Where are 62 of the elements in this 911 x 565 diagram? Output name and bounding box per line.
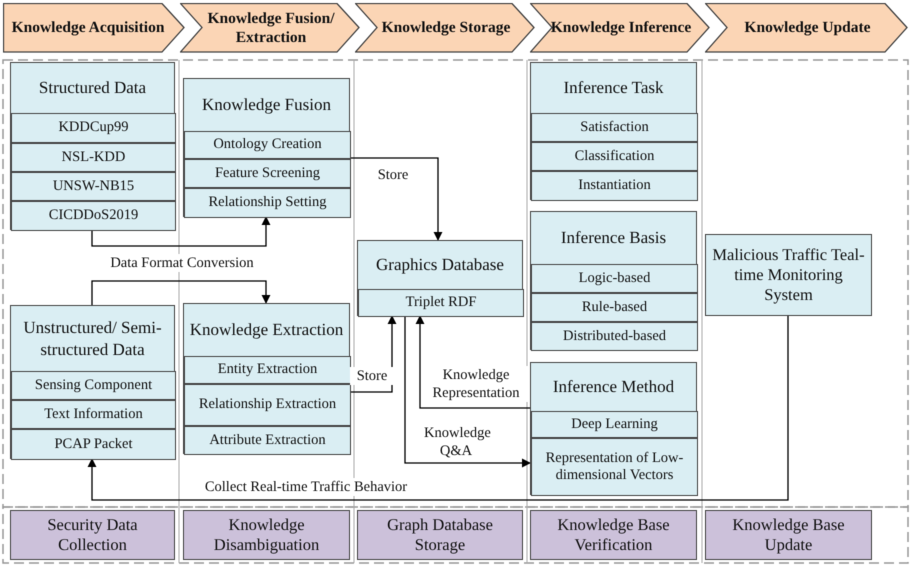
group-box <box>10 305 175 459</box>
box-heading: Graphics Database <box>376 254 504 276</box>
item-box: NSL-KDD <box>11 143 176 172</box>
arrow <box>350 157 442 241</box>
box-heading: Inference Basis <box>560 227 666 249</box>
item-box: KDDCup99 <box>11 113 176 143</box>
item-box: Feature Screening <box>184 159 351 188</box>
arrow <box>91 280 270 305</box>
arrow <box>91 216 270 247</box>
chevron-step <box>705 3 908 53</box>
step-label: Knowledge Inference <box>550 18 692 38</box>
group-box <box>183 303 350 454</box>
item-box: CICDDoS2019 <box>11 201 176 231</box>
item-box: Attribute Extraction <box>184 426 351 455</box>
item-box: Text Information <box>11 400 176 429</box>
step-label: Knowledge Acquisition <box>10 18 166 38</box>
phase-box: Security Data Collection <box>10 510 175 560</box>
system-box: Malicious Traffic Teal-time Monitoring System <box>705 234 872 316</box>
box-heading: Unstructured/ Semi-structured Data <box>22 317 163 360</box>
box-heading: Knowledge Extraction <box>190 319 344 341</box>
item-box: Triplet RDF <box>358 289 524 317</box>
group-box <box>183 78 350 217</box>
item-box: Entity Extraction <box>184 356 351 384</box>
box-heading: Structured Data <box>38 77 146 99</box>
box-heading: Inference Method <box>552 376 674 398</box>
step-label: Knowledge Fusion/ Extraction <box>206 8 336 48</box>
box-heading: Knowledge Fusion <box>202 94 331 116</box>
item-box: Ontology Creation <box>184 131 351 159</box>
phase-box: Knowledge Disambiguation <box>183 510 350 560</box>
arrow <box>88 316 789 501</box>
step-label: Knowledge Storage <box>380 18 512 38</box>
edge-label: Store <box>350 367 394 386</box>
item-box: Deep Learning <box>531 411 698 438</box>
phase-box: Graph Database Storage <box>357 510 523 560</box>
item-box: Representation of Low-dimensional Vectors <box>531 438 698 496</box>
phase-box: Knowledge Base Update <box>705 510 872 560</box>
item-box: PCAP Packet <box>11 429 176 460</box>
item-box: Relationship Setting <box>184 188 351 218</box>
arrow <box>404 316 531 468</box>
item-box: Logic-based <box>531 264 698 293</box>
chevron-step <box>3 3 185 53</box>
edge-label: Knowledge Q&A <box>422 424 490 460</box>
item-box: UNSW-NB15 <box>11 172 176 201</box>
item-box: Relationship Extraction <box>184 384 351 426</box>
item-box: Distributed-based <box>531 322 698 351</box>
group-box <box>357 240 523 316</box>
chevron-step <box>180 3 360 53</box>
group-box <box>10 62 175 230</box>
phase-box: Knowledge Base Verification <box>530 510 697 560</box>
chevron-step <box>530 3 710 53</box>
step-label: Knowledge Update <box>743 18 872 38</box>
chevron-step <box>355 3 535 53</box>
group-box <box>530 211 697 350</box>
item-box: Rule-based <box>531 293 698 322</box>
group-box <box>530 62 697 200</box>
item-box: Instantiation <box>531 171 698 201</box>
box-heading: Inference Task <box>564 77 664 99</box>
item-box: Sensing Component <box>11 371 176 400</box>
group-box <box>530 362 697 495</box>
item-box: Satisfaction <box>531 113 698 142</box>
item-box: Classification <box>531 142 698 171</box>
arrow <box>416 315 530 409</box>
